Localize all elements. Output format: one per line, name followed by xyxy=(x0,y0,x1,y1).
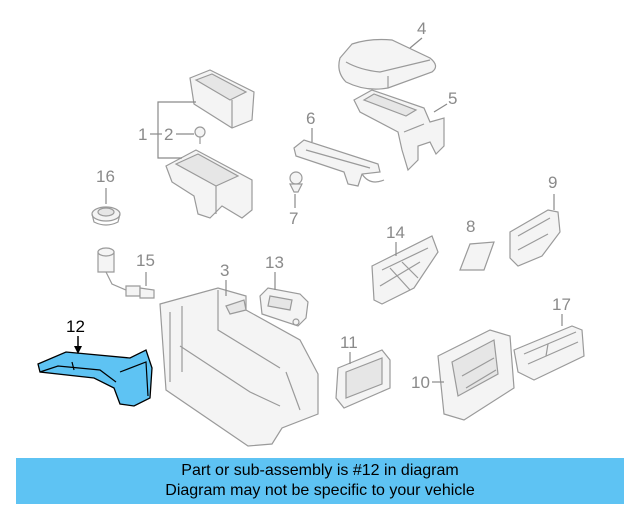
callout-6: 6 xyxy=(306,109,315,128)
callout-9: 9 xyxy=(548,173,557,192)
part-5-lid-hinge[interactable] xyxy=(353,89,445,172)
callout-8: 8 xyxy=(466,217,475,236)
banner-line-1: Part or sub-assembly is #12 in diagram xyxy=(181,462,459,479)
part-10-rear-bezel[interactable] xyxy=(437,329,515,421)
part-16-cup-holder[interactable] xyxy=(91,206,121,226)
callout-15: 15 xyxy=(136,251,155,270)
callout-17: 17 xyxy=(552,295,571,314)
info-banner: Part or sub-assembly is #12 in diagram D… xyxy=(16,458,624,504)
callout-7: 7 xyxy=(289,209,298,228)
leader-1a xyxy=(157,101,196,134)
part-15-power-socket[interactable] xyxy=(97,247,155,299)
callout-12: 12 xyxy=(66,317,85,336)
callout-10: 10 xyxy=(411,373,430,392)
leader-1b xyxy=(157,134,182,159)
part-4-armrest-lid[interactable] xyxy=(338,38,437,90)
part-2-clip[interactable] xyxy=(194,126,206,144)
leader-12-arrowhead xyxy=(74,346,82,354)
part-3-console-body[interactable] xyxy=(159,287,319,447)
callout-5: 5 xyxy=(448,89,457,108)
callout-16: 16 xyxy=(96,167,115,186)
part-9-trim-panel[interactable] xyxy=(509,209,561,267)
part-1-storage-bin[interactable] xyxy=(189,69,255,129)
callout-14: 14 xyxy=(386,223,405,242)
callout-13: 13 xyxy=(265,253,284,272)
banner-line-2: Diagram may not be specific to your vehi… xyxy=(165,482,475,499)
part-6-bracket[interactable] xyxy=(293,139,385,187)
part-12-duct-highlighted[interactable] xyxy=(37,349,153,407)
part-8-pad[interactable] xyxy=(459,241,495,271)
callout-2: 2 xyxy=(164,125,173,144)
callout-1: 1 xyxy=(138,125,147,144)
part-17-rear-vent[interactable] xyxy=(513,325,585,381)
part-14-side-panel[interactable] xyxy=(371,235,439,305)
part-13-switch-module[interactable] xyxy=(259,287,309,327)
callout-11: 11 xyxy=(340,333,358,352)
leader-4 xyxy=(409,37,423,49)
part-1-console-tray[interactable] xyxy=(165,149,253,219)
parts-diagram: 4 5 1 2 6 7 xyxy=(37,19,585,447)
callout-3: 3 xyxy=(220,261,229,280)
callout-4: 4 xyxy=(417,19,426,38)
part-11-rear-insert[interactable] xyxy=(335,349,391,409)
part-7-clip[interactable] xyxy=(289,171,303,193)
leader-5 xyxy=(433,103,448,113)
